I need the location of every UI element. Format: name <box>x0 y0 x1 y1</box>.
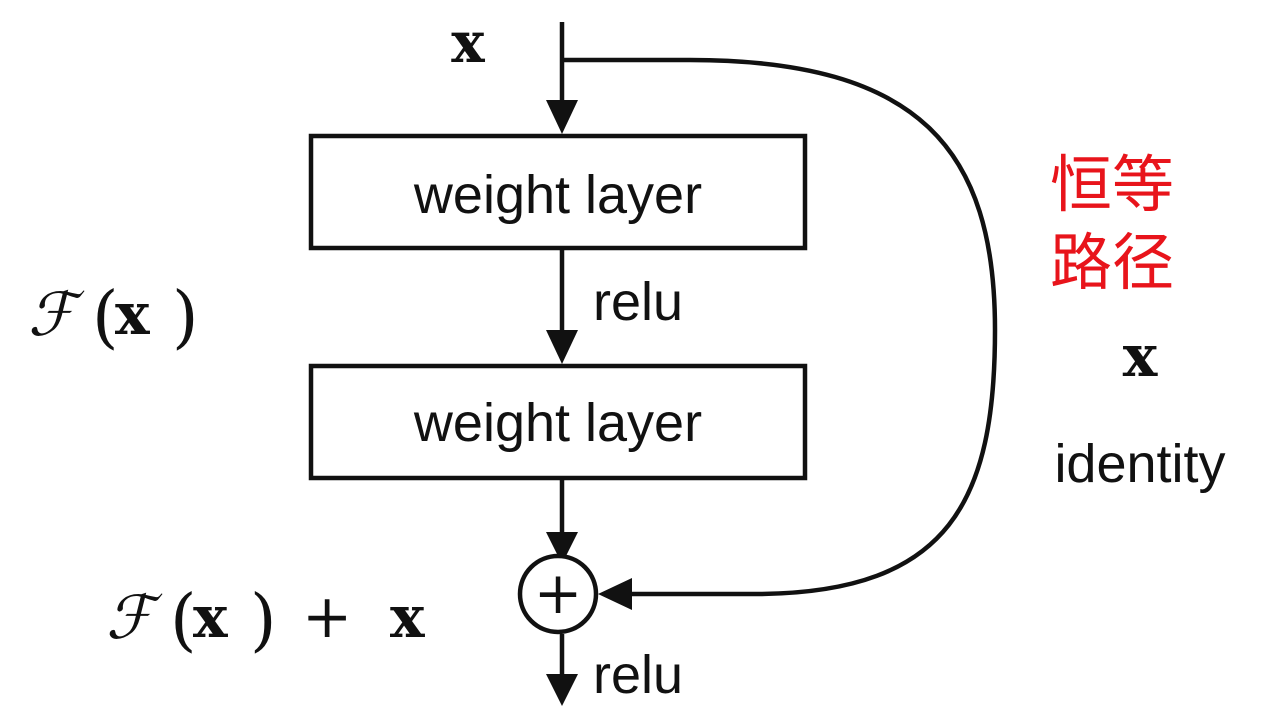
residual-func-glyph: ℱ <box>28 280 85 350</box>
add-node-plus-icon: + <box>534 559 583 627</box>
relu-arrow-head-1 <box>546 330 578 364</box>
identity-label: identity <box>1054 434 1225 494</box>
residual-x-symbol: x <box>115 280 150 348</box>
sum-x-symbol-2: x <box>390 583 425 651</box>
identity-shortcut-path <box>562 57 998 597</box>
residual-function-label: ℱ ( x ) <box>28 278 199 357</box>
residual-open-paren: ( <box>92 278 119 357</box>
identity-path-chinese-line1: 恒等 <box>1050 148 1174 221</box>
identity-path-chinese-line2: 路径 <box>1050 226 1174 299</box>
sum-output-label: ℱ ( x ) + x <box>106 581 425 660</box>
weight-layer-box-2 <box>308 363 808 481</box>
identity-x-symbol: x <box>1123 322 1158 390</box>
output-arrow-head <box>546 674 578 706</box>
sum-close-paren: ) <box>250 581 277 660</box>
sum-func-glyph: ℱ <box>106 583 163 653</box>
weight-layer-box-1 <box>308 133 808 251</box>
sum-arrow-head <box>546 532 578 564</box>
sum-open-paren: ( <box>170 581 197 660</box>
input-arrow-head <box>546 100 578 134</box>
relu-label-1: relu <box>593 272 683 332</box>
input-x-label: x <box>451 10 485 76</box>
weight-layer-label-1: weight layer <box>413 165 702 225</box>
add-node-circle <box>517 553 599 635</box>
shortcut-arrow-head <box>598 578 632 610</box>
sum-plus-sign: + <box>302 582 352 652</box>
residual-close-paren: ) <box>172 278 199 357</box>
relu-label-2: relu <box>593 645 683 705</box>
weight-layer-label-2: weight layer <box>413 393 702 453</box>
sum-x-symbol: x <box>193 583 228 651</box>
